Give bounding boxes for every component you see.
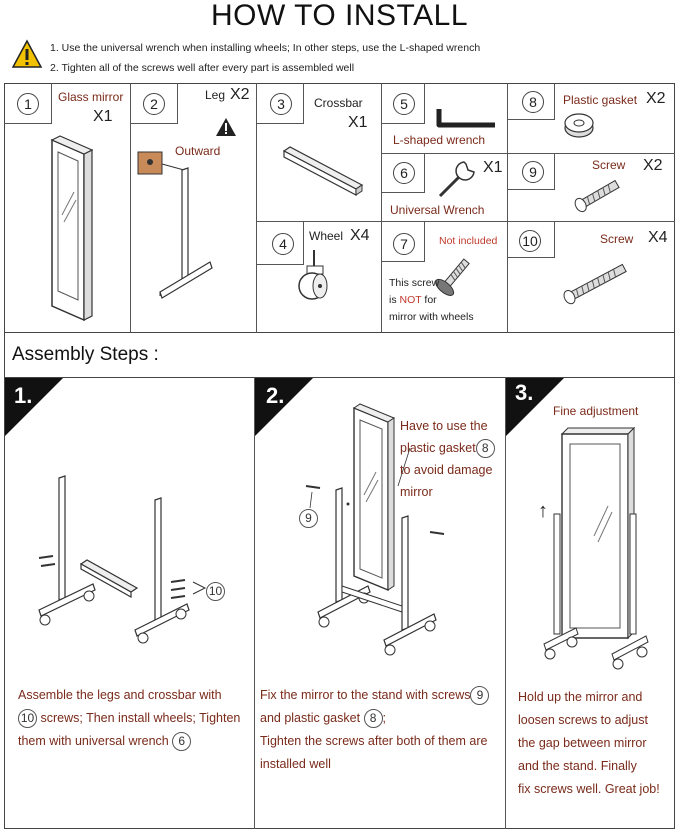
- l-shaped-wrench-icon: [436, 109, 495, 128]
- part-7-line-1: This screw: [389, 277, 440, 289]
- wheel-illustration: [298, 250, 328, 300]
- step-1-illustration: [38, 475, 207, 644]
- parts-grid: [4, 83, 675, 333]
- glass-mirror-illustration: [50, 135, 94, 322]
- part-6-name: Universal Wrench: [390, 203, 485, 217]
- step-3-number: 3.: [515, 380, 534, 405]
- page-title: HOW TO INSTALL: [210, 0, 469, 32]
- note-2: 2. Tighten all of the screws well after …: [50, 62, 355, 74]
- part-number-10: 10: [519, 230, 541, 252]
- assembly-steps-panel: [4, 377, 675, 829]
- part-9-name: Screw: [592, 158, 626, 172]
- part-2-qty: X2: [230, 86, 250, 103]
- excluded-screw-illustration: [435, 258, 470, 296]
- assembly-title: Assembly Steps :: [12, 344, 159, 365]
- part-number-1: 1: [17, 93, 39, 115]
- part-number-9: 9: [522, 161, 544, 183]
- leg-illustration: [137, 151, 213, 299]
- part-7-tag: Not included: [439, 235, 498, 247]
- part-7-line-2: is NOT for: [389, 294, 437, 306]
- part-1-qty: X1: [93, 108, 113, 125]
- part-number-3: 3: [270, 93, 292, 115]
- part-10-qty: X4: [648, 229, 668, 246]
- step-3-badge: [506, 378, 564, 436]
- part-number-4: 4: [272, 233, 294, 255]
- part-8-qty: X2: [646, 90, 666, 107]
- part-3-name: Crossbar: [314, 96, 363, 110]
- warning-icon: [11, 39, 43, 68]
- crossbar-illustration: [282, 146, 364, 196]
- part-number-8: 8: [522, 91, 544, 113]
- up-arrow-icon: ↑: [538, 500, 548, 522]
- step-1-badge: [5, 378, 63, 436]
- part-5-name: L-shaped wrench: [393, 133, 486, 147]
- part-number-5: 5: [393, 93, 415, 115]
- long-screw-illustration: [563, 263, 627, 305]
- universal-wrench-icon: [438, 161, 475, 198]
- part-3-qty: X1: [348, 114, 368, 131]
- part-6-qty: X1: [483, 159, 503, 176]
- part-2-name: Leg: [205, 88, 226, 102]
- part-9-qty: X2: [643, 157, 663, 174]
- step-2-number: 2.: [266, 383, 285, 408]
- step-1-text: Assemble the legs and crossbar with 10 s…: [18, 684, 250, 753]
- step-1-number: 1.: [14, 383, 33, 408]
- part-10-name: Screw: [600, 232, 634, 246]
- part-4-qty: X4: [350, 227, 370, 244]
- note-1: 1. Use the universal wrench when install…: [50, 42, 481, 54]
- part-number-7: 7: [393, 233, 415, 255]
- part-2-note: Outward: [175, 144, 221, 158]
- step-3-text: Hold up the mirror and loosen screws to …: [518, 690, 660, 796]
- step-3-callout: Fine adjustment: [553, 404, 639, 418]
- part-number-2: 2: [143, 93, 165, 115]
- step-3-illustration: [543, 426, 649, 670]
- step-2-screw-ref: 9: [299, 509, 318, 528]
- part-1-name: Glass mirror: [58, 90, 124, 104]
- plastic-gasket-icon: [564, 113, 594, 138]
- part-8-name: Plastic gasket: [563, 93, 638, 107]
- assembly-header: [4, 333, 675, 377]
- part-number-6: 6: [393, 162, 415, 184]
- part-7-line-3: mirror with wheels: [389, 311, 474, 323]
- part-4-name: Wheel: [309, 229, 344, 243]
- step-1-arrow-ref: 10: [206, 582, 225, 601]
- step-2-illustration: [305, 403, 445, 656]
- caution-icon: [216, 118, 236, 136]
- step-2-badge: [255, 378, 313, 436]
- short-screw-illustration: [574, 179, 620, 213]
